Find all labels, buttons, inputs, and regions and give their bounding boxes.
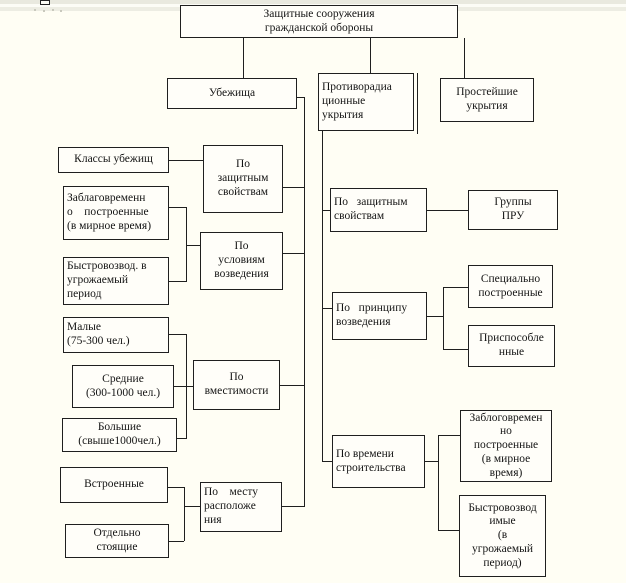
top-left-artifact-icon <box>40 0 50 5</box>
connector-line <box>169 160 203 161</box>
connector-line <box>283 187 304 188</box>
node-shelters-by-capacity: По вместимости <box>193 360 280 410</box>
node-stand-alone: Отдельно стоящие <box>65 524 169 558</box>
node-fast-built-left: Быстровозвод. в угрожаемый период <box>63 257 169 305</box>
connector-line <box>322 461 332 462</box>
connector-line <box>169 541 184 542</box>
connector-line <box>438 530 459 531</box>
connector-line <box>322 308 332 309</box>
connector-line <box>443 287 444 349</box>
connector-line <box>443 349 468 350</box>
connector-line <box>174 386 193 387</box>
node-fast-built-right: Быстровозвод имые (в угрожаемый период) <box>459 495 546 577</box>
node-large-capacity: Большие (свыше1000чел.) <box>62 418 177 452</box>
node-shelters: Убежища <box>167 78 297 109</box>
node-pru-by-construction-time: По времени строительства <box>332 435 425 488</box>
connector-line <box>186 245 200 246</box>
node-built-in: Встроенные <box>60 467 168 503</box>
top-strip <box>0 0 626 4</box>
connector-line <box>427 316 443 317</box>
connector-line <box>177 438 186 439</box>
artifact-dot <box>43 10 45 12</box>
node-adapted: Приспособле нные <box>468 325 555 367</box>
node-built-in-advance-right: Заблоговремен но построенные (в мирное в… <box>460 410 552 482</box>
node-shelters-by-construction-conditions: По условиям возведения <box>200 232 283 290</box>
connector-line <box>425 461 438 462</box>
connector-line <box>370 38 371 73</box>
node-radiation-shelters: Противорадиа ционные укрытия <box>318 73 414 131</box>
node-shelters-by-protection: По защитным свойствам <box>203 145 283 213</box>
artifact-dot <box>52 9 54 11</box>
node-medium-capacity: Средние (300-1000 чел.) <box>72 365 174 408</box>
connector-line <box>169 281 186 282</box>
connector-line <box>304 97 305 507</box>
node-shelters-by-location: По месту расположе ния <box>200 482 282 532</box>
node-pru-by-protection: По защитным свойствам <box>330 188 427 232</box>
connector-line <box>184 506 200 507</box>
node-built-in-advance-left: Заблаговременн о построенные (в мирное в… <box>63 186 169 240</box>
connector-line <box>243 38 244 78</box>
connector-line <box>282 506 304 507</box>
node-pru-groups: Группы ПРУ <box>468 190 558 230</box>
connector-line <box>322 131 323 461</box>
node-specially-built: Специально построенные <box>468 265 553 308</box>
double-border-line <box>417 73 418 134</box>
connector-line <box>283 253 304 254</box>
node-small-capacity: Малые (75-300 чел.) <box>63 317 169 353</box>
artifact-dot <box>60 10 62 12</box>
connector-line <box>322 210 330 211</box>
node-root: Защитные сооружения гражданской обороны <box>180 5 458 38</box>
connector-line <box>427 210 468 211</box>
node-pru-by-construction-principle: По принципу возведения <box>332 292 427 340</box>
connector-line <box>464 38 465 78</box>
node-simple-shelters: Простейшие укрытия <box>440 78 534 122</box>
connector-line <box>184 487 185 541</box>
connector-line <box>438 435 460 436</box>
artifact-dot <box>34 9 36 11</box>
connector-line <box>168 487 184 488</box>
node-shelter-classes: Классы убежищ <box>58 147 169 173</box>
connector-line <box>297 97 305 98</box>
connector-line <box>438 435 439 530</box>
connector-line <box>443 287 468 288</box>
connector-line <box>169 207 186 208</box>
connector-line <box>169 334 186 335</box>
connector-line <box>280 385 304 386</box>
connector-line <box>186 207 187 282</box>
